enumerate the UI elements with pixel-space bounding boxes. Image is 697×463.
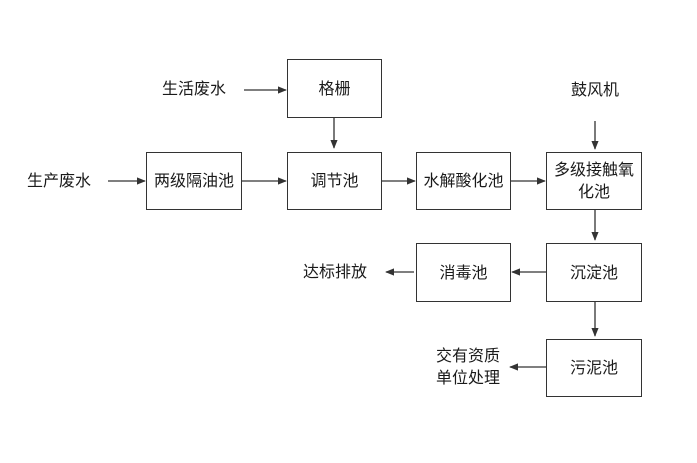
regulating-tank-box: 调节池 xyxy=(287,152,382,210)
oil-separator-box: 两级隔油池 xyxy=(146,152,242,210)
production-wastewater-label: 生产废水 xyxy=(27,171,92,190)
discharge-label: 达标排放 xyxy=(303,262,368,281)
hydrolysis-tank-box: 水解酸化池 xyxy=(416,152,511,210)
disinfection-box: 消毒池 xyxy=(416,243,511,302)
grille-box: 格栅 xyxy=(287,59,382,118)
contact-oxidation-box: 多级接触氧 化池 xyxy=(546,152,642,210)
sedimentation-box: 沉淀池 xyxy=(546,243,642,302)
domestic-wastewater-label: 生活废水 xyxy=(162,79,227,98)
blower-label: 鼓风机 xyxy=(571,80,620,99)
sludge-disposal-label: 交有资质 单位处理 xyxy=(436,346,501,387)
sludge-tank-box: 污泥池 xyxy=(546,339,642,397)
